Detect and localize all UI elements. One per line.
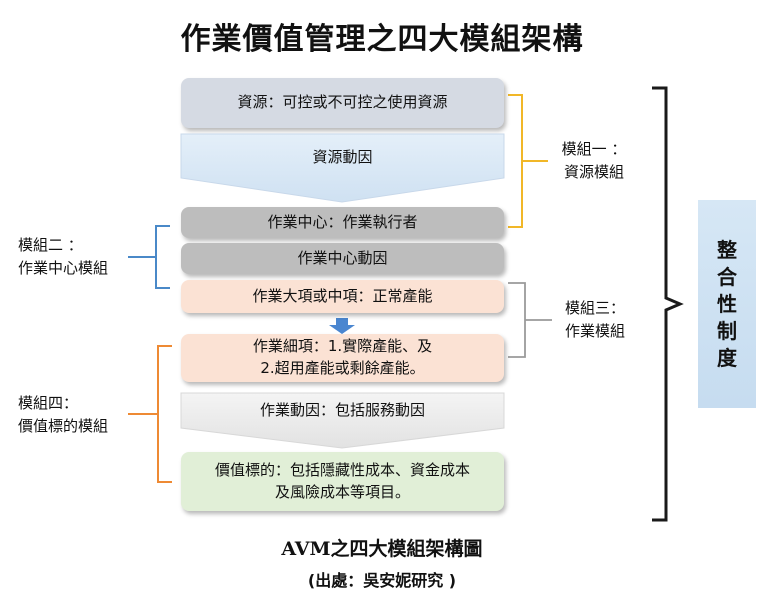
module3-label-line1: 模組三： [564, 299, 625, 317]
diagram-title: 作業價值管理之四大模組架構 [180, 22, 584, 57]
resource-driver-label-box: 資源動因 [181, 140, 504, 176]
module1-label: 模組一 ： 資源模組 [552, 138, 636, 183]
activity-center-driver-text: 作業中心動因 [297, 248, 388, 267]
resource-driver-arrow [180, 133, 505, 203]
activity-detail-box: 作業細項：1.實際產能、及 2.超用產能或剩餘產能。 [181, 334, 504, 382]
major-activity-box: 作業大項或中項：正常產能 [181, 280, 504, 313]
module2-label-line2: 作業中心模組 [18, 258, 109, 277]
integrated-system-box: 整合性制度 [698, 200, 756, 408]
cost-object-box: 價值標的：包括隱藏性成本、資金成本 及風險成本等項目。 [181, 452, 504, 511]
module1-bracket [508, 94, 548, 228]
integrated-curly-bracket [652, 86, 684, 522]
activity-center-text: 作業中心：作業執行者 [267, 212, 418, 231]
activity-driver-label-box: 作業動因：包括服務動因 [181, 396, 504, 426]
activity-center-driver-box: 作業中心動因 [181, 243, 504, 274]
caption-source: (出處：吳安妮研究 ) [307, 571, 457, 590]
module4-label-line1: 模組四： [18, 394, 79, 412]
module2-bracket [128, 225, 170, 289]
module3-label-line2: 作業模組 [564, 321, 625, 340]
cost-object-line1: 價值標的：包括隱藏性成本、資金成本 [214, 460, 470, 479]
activity-driver-arrow [180, 392, 505, 449]
module4-bracket [128, 345, 172, 483]
down-arrow-icon [329, 318, 355, 334]
cost-object-line2: 及風險成本等項目。 [274, 482, 410, 501]
resource-driver-text: 資源動因 [312, 148, 373, 167]
module2-label-line1: 模組二 ： [18, 236, 83, 254]
module2-label: 模組二 ： 作業中心模組 [18, 234, 128, 279]
module1-label-line1: 模組一 ： [561, 140, 627, 158]
caption-main: AVM之四大模組架構圖 [281, 538, 483, 560]
activity-detail-line2: 2.超用產能或剩餘產能。 [260, 359, 425, 377]
module3-label: 模組三： 作業模組 [553, 297, 637, 342]
activity-center-box: 作業中心：作業執行者 [181, 207, 504, 238]
major-activity-text: 作業大項或中項：正常產能 [252, 286, 433, 305]
activity-detail-line1: 作業細項：1.實際產能、及 [252, 337, 433, 356]
module1-label-line2: 資源模組 [563, 162, 624, 181]
module4-label-line2: 價值標的模組 [18, 416, 109, 435]
resources-box: 資源：可控或不可控之使用資源 [181, 78, 504, 128]
activity-driver-text: 作業動因：包括服務動因 [259, 401, 425, 420]
integrated-system-text: 整合性制度 [717, 237, 737, 370]
resources-text: 資源：可控或不可控之使用資源 [237, 93, 448, 112]
module4-label: 模組四： 價值標的模組 [18, 392, 128, 437]
module3-bracket [508, 282, 552, 358]
